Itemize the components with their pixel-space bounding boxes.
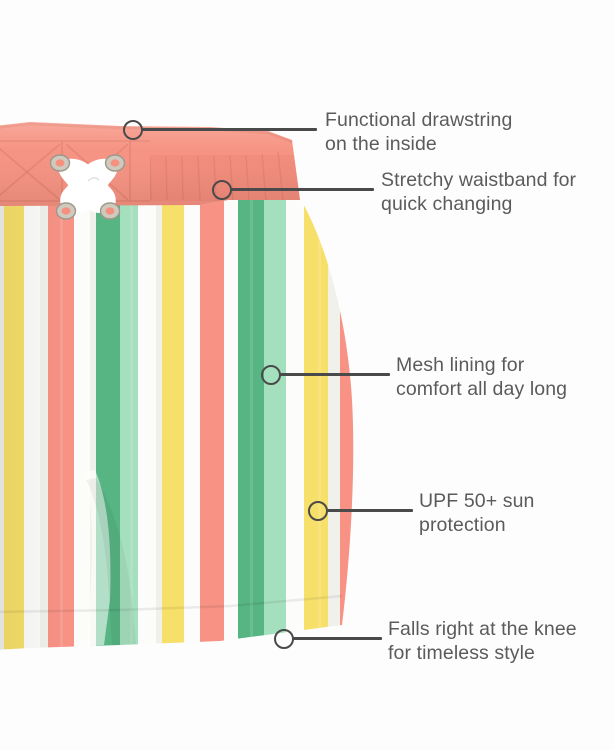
- callout-marker-icon[interactable]: [274, 629, 294, 649]
- callout-label-line2: protection: [419, 513, 506, 536]
- callout-leader-line: [280, 373, 390, 377]
- callout-label-line1: Mesh lining for: [396, 354, 525, 376]
- callout-marker-icon[interactable]: [308, 501, 328, 521]
- callout-label-line2: for timeless style: [388, 641, 536, 664]
- callout-leader-line: [231, 188, 374, 192]
- callout-leader-line: [293, 637, 382, 641]
- callout-marker-icon[interactable]: [123, 120, 143, 140]
- callout-leader-line: [327, 509, 413, 513]
- callout-label-line2: on the inside: [325, 132, 437, 155]
- callout-label-line1: Stretchy waistband for: [381, 169, 577, 191]
- callout-label-line1: Functional drawstring: [325, 109, 513, 131]
- callout-marker-icon[interactable]: [212, 180, 232, 200]
- callout-label-line1: Falls right at the knee: [388, 618, 577, 640]
- callout-leader-line: [142, 128, 317, 132]
- callout-label-line2: quick changing: [381, 192, 513, 215]
- callout-label-line1: UPF 50+ sun: [419, 490, 535, 512]
- callout-label-line2: comfort all day long: [396, 377, 568, 400]
- callout-marker-icon[interactable]: [261, 365, 281, 385]
